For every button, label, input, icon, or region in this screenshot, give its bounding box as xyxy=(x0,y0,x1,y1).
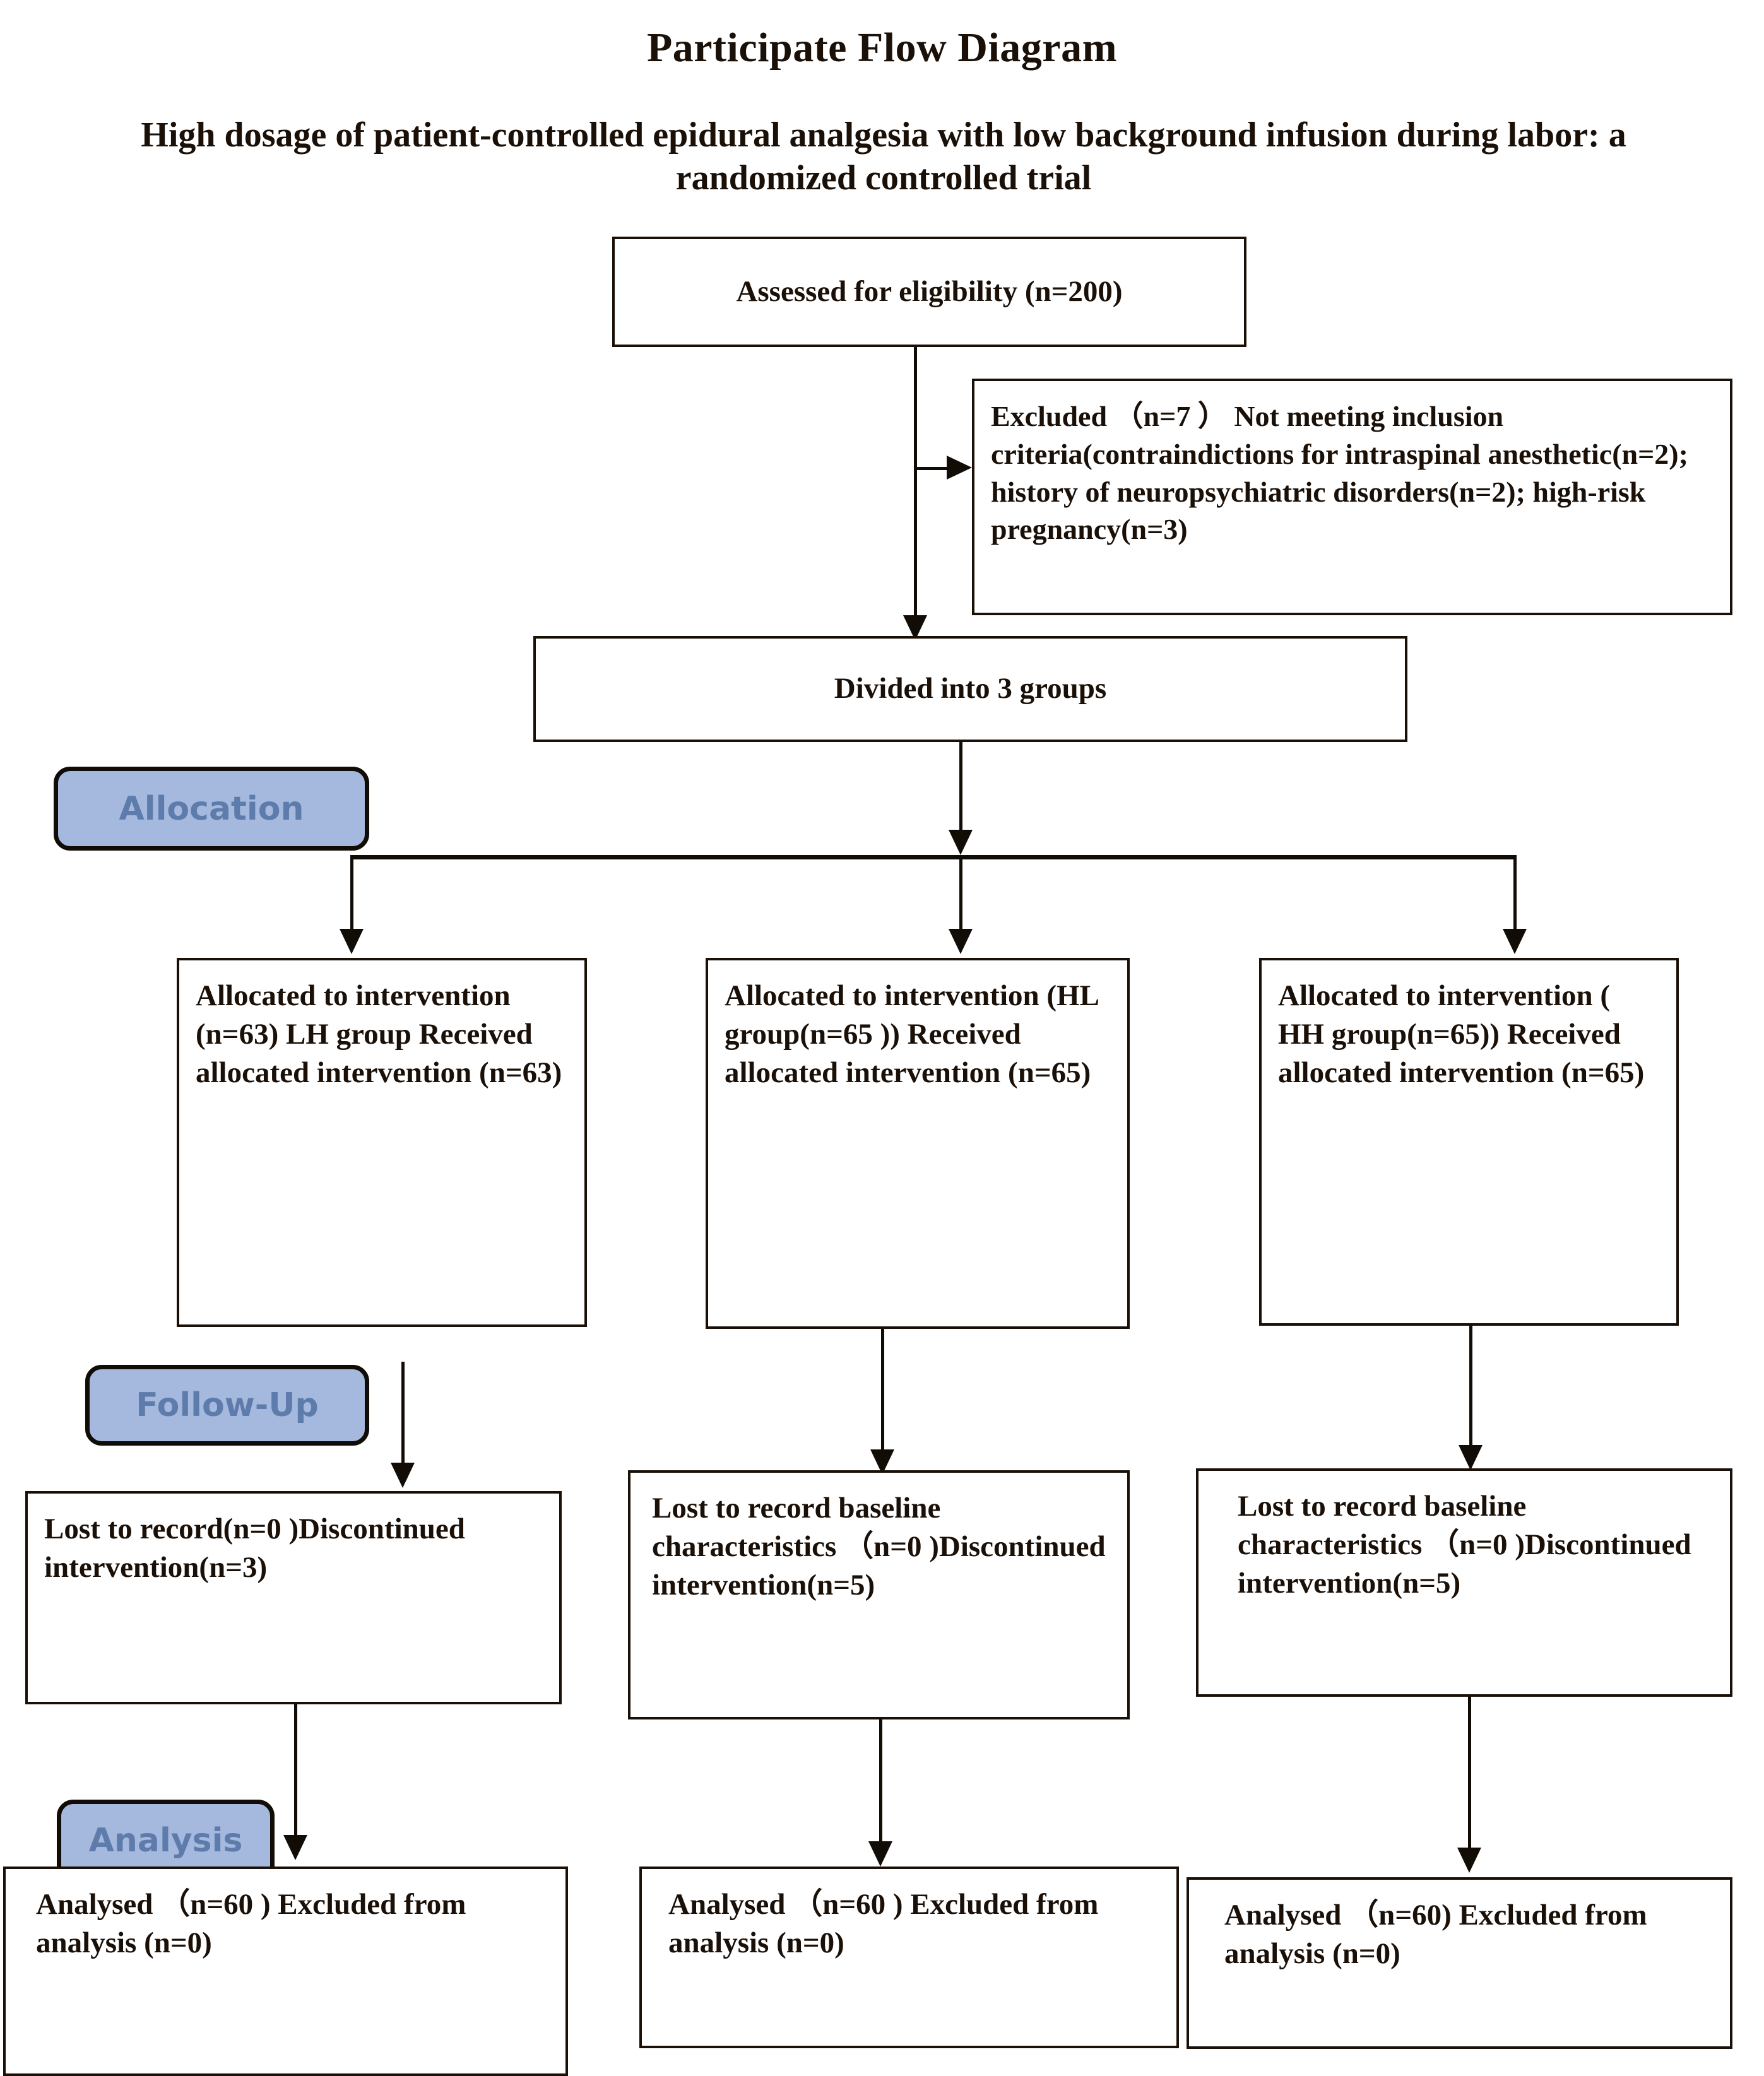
node-divided-label: Divided into 3 groups xyxy=(834,672,1107,705)
connector-followup3-to-analysis3 xyxy=(1468,1697,1471,1851)
node-assessed-for-eligibility: Assessed for eligibility (n=200) xyxy=(612,237,1246,347)
node-followup-group-2-label: Lost to record baseline characteristics … xyxy=(652,1492,1106,1602)
arrowhead-alloc1-to-followup1 xyxy=(391,1463,415,1488)
arrowhead-followup1-to-analysis1 xyxy=(283,1835,307,1860)
node-allocated-group-3-label: Allocated to intervention ( HH group(n=6… xyxy=(1278,979,1645,1090)
node-allocated-group-2: Allocated to intervention (HL group(n=65… xyxy=(706,958,1130,1329)
node-followup-group-2: Lost to record baseline characteristics … xyxy=(628,1470,1130,1719)
node-followup-group-1: Lost to record(n=0 )Discontinued interve… xyxy=(25,1491,562,1704)
connector-drop-group-2 xyxy=(959,856,962,932)
connector-drop-group-1 xyxy=(350,856,353,932)
node-allocated-group-1-label: Allocated to intervention (n=63) LH grou… xyxy=(196,979,562,1090)
node-assessed-label: Assessed for eligibility (n=200) xyxy=(736,274,1123,308)
study-subtitle: High dosage of patient-controlled epidur… xyxy=(141,115,1626,198)
arrowhead-drop-group-2 xyxy=(949,929,973,954)
node-followup-group-1-label: Lost to record(n=0 )Discontinued interve… xyxy=(44,1513,465,1584)
node-analysed-group-1: Analysed （n=60 ) Excluded from analysis … xyxy=(3,1867,568,2076)
connector-allocation-distributor xyxy=(350,855,1517,859)
stage-pill-allocation: Allocation xyxy=(54,767,369,851)
arrowhead-alloc3-to-followup3 xyxy=(1459,1445,1483,1470)
node-divided-into-3-groups: Divided into 3 groups xyxy=(533,636,1407,742)
arrowhead-followup3-to-analysis3 xyxy=(1457,1848,1481,1873)
stage-pill-follow-up: Follow-Up xyxy=(85,1365,369,1446)
node-followup-group-3: Lost to record baseline characteristics … xyxy=(1196,1468,1732,1697)
node-analysed-group-1-label: Analysed （n=60 ) Excluded from analysis … xyxy=(36,1888,466,1960)
node-analysed-group-3-label: Analysed （n=60) Excluded from analysis (… xyxy=(1224,1899,1647,1971)
connector-followup1-to-analysis1 xyxy=(294,1704,297,1839)
node-analysed-group-2: Analysed （n=60 ) Excluded from analysis … xyxy=(639,1867,1179,2048)
node-allocated-group-1: Allocated to intervention (n=63) LH grou… xyxy=(177,958,587,1327)
page-title: Participate Flow Diagram xyxy=(646,25,1118,71)
arrowhead-drop-group-1 xyxy=(340,929,364,954)
arrowhead-to-excluded xyxy=(947,456,972,480)
stage-pill-allocation-label: Allocation xyxy=(119,789,304,828)
connector-divided-stem xyxy=(959,742,962,834)
arrowhead-followup2-to-analysis2 xyxy=(868,1841,892,1867)
connector-alloc3-to-followup3 xyxy=(1469,1326,1472,1451)
stage-pill-analysis-label: Analysis xyxy=(88,1822,243,1860)
connector-to-excluded xyxy=(914,467,950,470)
node-followup-group-3-label: Lost to record baseline characteristics … xyxy=(1238,1490,1691,1600)
node-allocated-group-2-label: Allocated to intervention (HL group(n=65… xyxy=(725,979,1098,1090)
node-excluded: Excluded （n=7 ） Not meeting inclusion cr… xyxy=(972,379,1732,615)
stage-pill-follow-up-label: Follow-Up xyxy=(136,1386,319,1424)
arrowhead-drop-group-3 xyxy=(1503,929,1527,954)
arrowhead-divided-to-bar xyxy=(949,830,973,855)
connector-alloc2-to-followup2 xyxy=(881,1329,884,1455)
connector-alloc1-to-followup1 xyxy=(401,1362,405,1466)
node-analysed-group-2-label: Analysed （n=60 ) Excluded from analysis … xyxy=(668,1888,1099,1960)
connector-drop-group-3 xyxy=(1513,856,1517,932)
connector-enrollment-stem xyxy=(914,347,917,631)
connector-followup2-to-analysis2 xyxy=(879,1719,882,1846)
node-analysed-group-3: Analysed （n=60) Excluded from analysis (… xyxy=(1187,1877,1732,2049)
node-allocated-group-3: Allocated to intervention ( HH group(n=6… xyxy=(1259,958,1679,1326)
node-excluded-label: Excluded （n=7 ） Not meeting inclusion cr… xyxy=(991,400,1688,546)
